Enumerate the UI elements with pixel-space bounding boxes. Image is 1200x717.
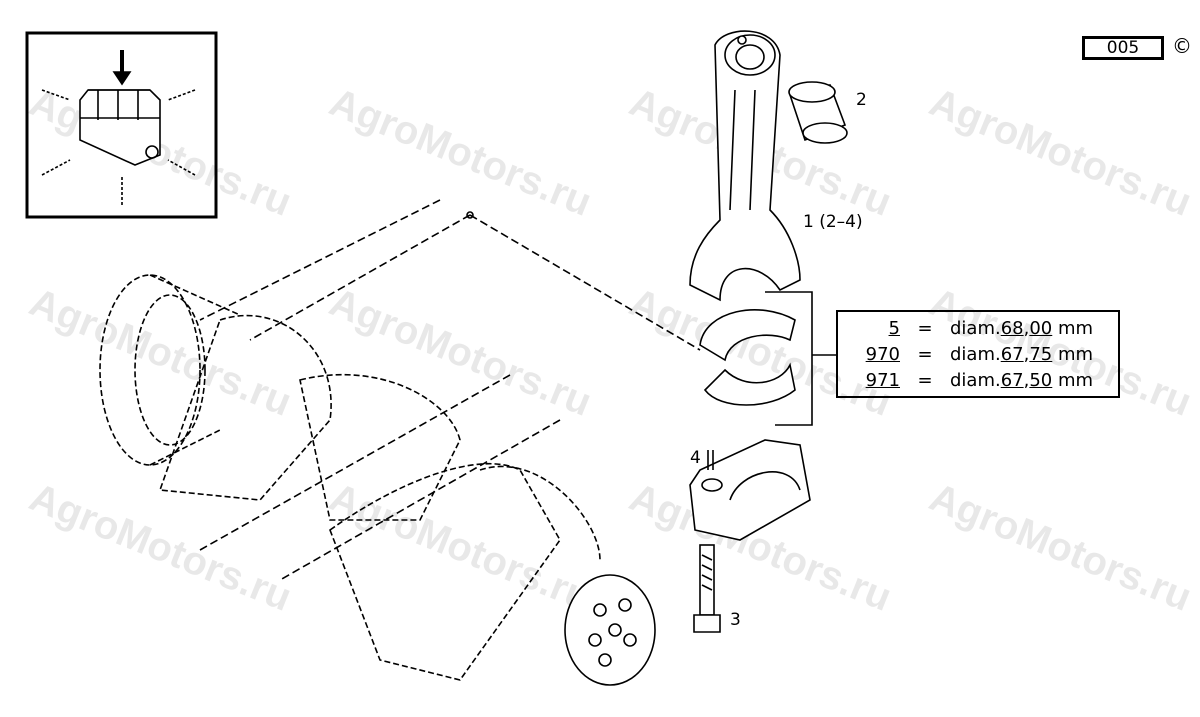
part-code: 971 — [865, 370, 900, 391]
equals: = — [917, 344, 933, 365]
unit: mm — [1058, 344, 1094, 365]
equals: = — [917, 318, 933, 339]
table-row: 5 = diam.68,00 mm — [844, 316, 1112, 342]
prefix: diam. — [950, 318, 1001, 339]
bolt — [693, 544, 721, 633]
equals: = — [917, 370, 933, 391]
rod-cap — [689, 439, 811, 541]
crankshaft-nose — [466, 211, 656, 686]
copyright-symbol: © — [1172, 34, 1192, 58]
callout-4: 4 — [690, 448, 701, 468]
unit: mm — [1058, 318, 1094, 339]
separator: , — [1023, 370, 1030, 391]
drawing-code-box: 005 — [1082, 36, 1164, 60]
callout-2: 2 — [856, 90, 867, 110]
table-row: 971 = diam.67,50 mm — [844, 368, 1112, 394]
diameter-whole: 67 — [1000, 370, 1024, 391]
bushing — [788, 81, 848, 144]
part-code: 970 — [865, 344, 900, 365]
bearing-size-table: 5=diam.68,00 mm 970=diam.67,75 mm 971=di… — [836, 310, 1120, 398]
diameter-fraction: 00 — [1029, 318, 1053, 339]
connecting-rod — [689, 30, 801, 302]
diameter-fraction: 75 — [1029, 344, 1053, 365]
table-row: 970 = diam.67,75 mm — [844, 342, 1112, 368]
separator: , — [1023, 318, 1030, 339]
bearing-shells — [699, 309, 796, 406]
diameter-whole: 68 — [1000, 318, 1024, 339]
diameter-whole: 67 — [1000, 344, 1024, 365]
prefix: diam. — [950, 344, 1001, 365]
unit: mm — [1058, 370, 1094, 391]
part-code: 5 — [888, 318, 900, 339]
prefix: diam. — [950, 370, 1001, 391]
assembly-lines — [199, 199, 701, 581]
crankshaft — [99, 274, 601, 681]
diameter-fraction: 50 — [1029, 370, 1053, 391]
separator: , — [1023, 344, 1030, 365]
callout-1: 1 (2–4) — [803, 212, 863, 232]
inset-view — [25, 31, 218, 219]
callout-3: 3 — [730, 610, 741, 630]
table-bracket — [765, 291, 836, 426]
